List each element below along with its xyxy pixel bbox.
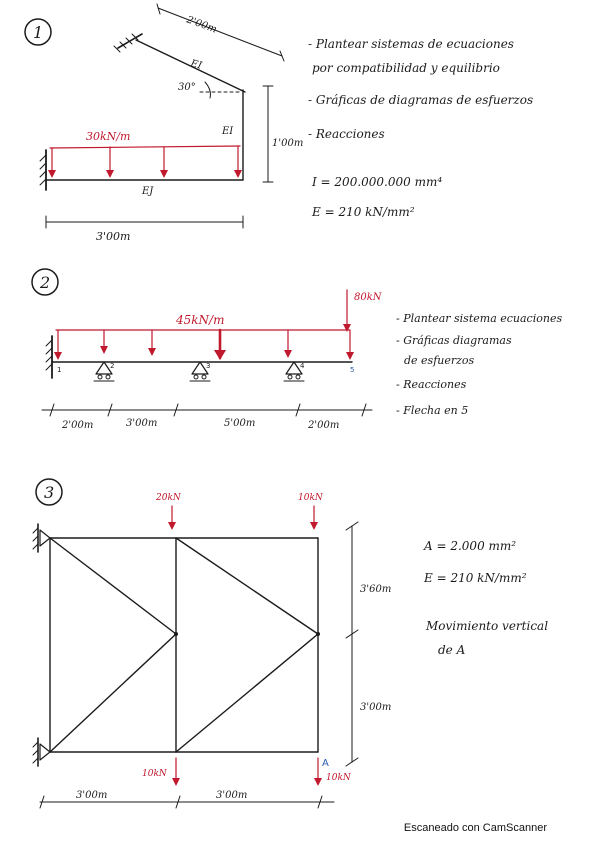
problem-3-number: 3 — [44, 483, 54, 502]
node-5-label: 5 — [350, 366, 354, 374]
span-2-2-label: 3'00m — [126, 418, 157, 429]
node-1-label: 1 — [57, 366, 61, 374]
diagonal-4 — [175, 633, 319, 753]
problem-2-number-circle — [31, 268, 59, 296]
p1-task-2: por compatibilidad y equilibrio — [312, 61, 500, 75]
node-2-label: 2 — [110, 362, 114, 370]
beam2-fixed-support — [45, 335, 53, 379]
problem-1: 1 2'00m EI 30° EI 1'00m — [24, 3, 533, 243]
angle-arc — [204, 81, 211, 99]
diagonal-1 — [49, 537, 177, 635]
truss-support-bottom — [32, 737, 51, 767]
problem-3: 3 — [32, 478, 548, 809]
load-bottom-right-label: 10kN — [326, 773, 352, 783]
truss-support-top — [32, 523, 51, 553]
left-fixed-support — [39, 149, 47, 191]
span-2-3-label: 5'00m — [224, 418, 255, 429]
span-left-label: 3'00m — [76, 790, 107, 801]
p2-task-2: - Gráficas diagramas — [396, 334, 512, 347]
diagonal-2 — [49, 633, 177, 753]
problem-1-number-circle — [24, 18, 52, 46]
span-right-label: 3'00m — [216, 790, 247, 801]
node-3-label: 3 — [206, 362, 210, 370]
span-2-1-label: 2'00m — [61, 420, 93, 431]
problem-2-number: 2 — [39, 273, 50, 292]
p2-task-5: - Flecha en 5 — [396, 404, 468, 417]
load-bottom-mid-label: 10kN — [142, 769, 168, 779]
roller-support-4 — [283, 361, 305, 382]
p2-task-3: de esfuerzos — [404, 354, 475, 367]
p1-modulus: E = 210 kN/mm² — [311, 205, 415, 219]
p3-task-line-1: Movimiento vertical — [425, 619, 548, 633]
p1-inertia: I = 200.000.000 mm⁴ — [311, 175, 442, 189]
span-label-1: 3'00m — [96, 230, 130, 243]
inclined-member — [135, 39, 246, 93]
p2-task-1: - Plantear sistema ecuaciones — [396, 312, 562, 325]
load-top-right-label: 10kN — [298, 493, 324, 503]
problem-2: 2 45kN/m 8 — [31, 268, 562, 431]
height-top-label: 3'60m — [360, 584, 391, 595]
span-2-4-label: 2'00m — [307, 420, 339, 431]
p3-modulus: E = 210 kN/mm² — [423, 571, 527, 585]
p1-task-4: - Reacciones — [308, 127, 385, 141]
point-load-label: 80kN — [354, 292, 383, 303]
node-a-label: A — [322, 758, 329, 769]
top-length-label: 2'00m — [184, 14, 218, 35]
q-load-2-label: 45kN/m — [175, 313, 224, 327]
height-label: 1'00m — [272, 138, 303, 149]
p2-task-4: - Reacciones — [396, 378, 467, 391]
problem-3-number-circle — [35, 478, 63, 506]
distributed-load-1 — [48, 145, 242, 178]
node-4-label: 4 — [300, 362, 305, 370]
p1-task-3: - Gráficas de diagramas de esfuerzos — [308, 93, 533, 107]
diagonal-3 — [175, 537, 319, 635]
p3-area: A = 2.000 mm² — [423, 539, 516, 553]
ei-top-label: EI — [188, 58, 204, 72]
top-dimension-line — [157, 7, 283, 57]
distributed-load-2 — [54, 328, 354, 360]
truss — [49, 537, 319, 753]
ei-beam-label: EJ — [141, 186, 154, 197]
angle-label: 30° — [178, 82, 196, 93]
p3-task-line-2: de A — [438, 643, 466, 657]
ei-right-label: EI — [221, 126, 234, 137]
roller-support-3 — [189, 361, 211, 382]
problem-1-number: 1 — [33, 23, 43, 42]
height-bottom-label: 3'00m — [360, 702, 391, 713]
q-load-1-label: 30kN/m — [86, 130, 130, 143]
joint-left-mid — [174, 632, 178, 636]
load-top-left-label: 20kN — [155, 493, 182, 503]
scanner-footer: Escaneado con CamScanner — [403, 822, 547, 834]
roller-support-2 — [93, 361, 115, 382]
top-fixed-support — [113, 33, 143, 53]
joint-right-mid — [316, 632, 320, 636]
p1-task-1: - Plantear sistemas de ecuaciones — [308, 37, 514, 51]
